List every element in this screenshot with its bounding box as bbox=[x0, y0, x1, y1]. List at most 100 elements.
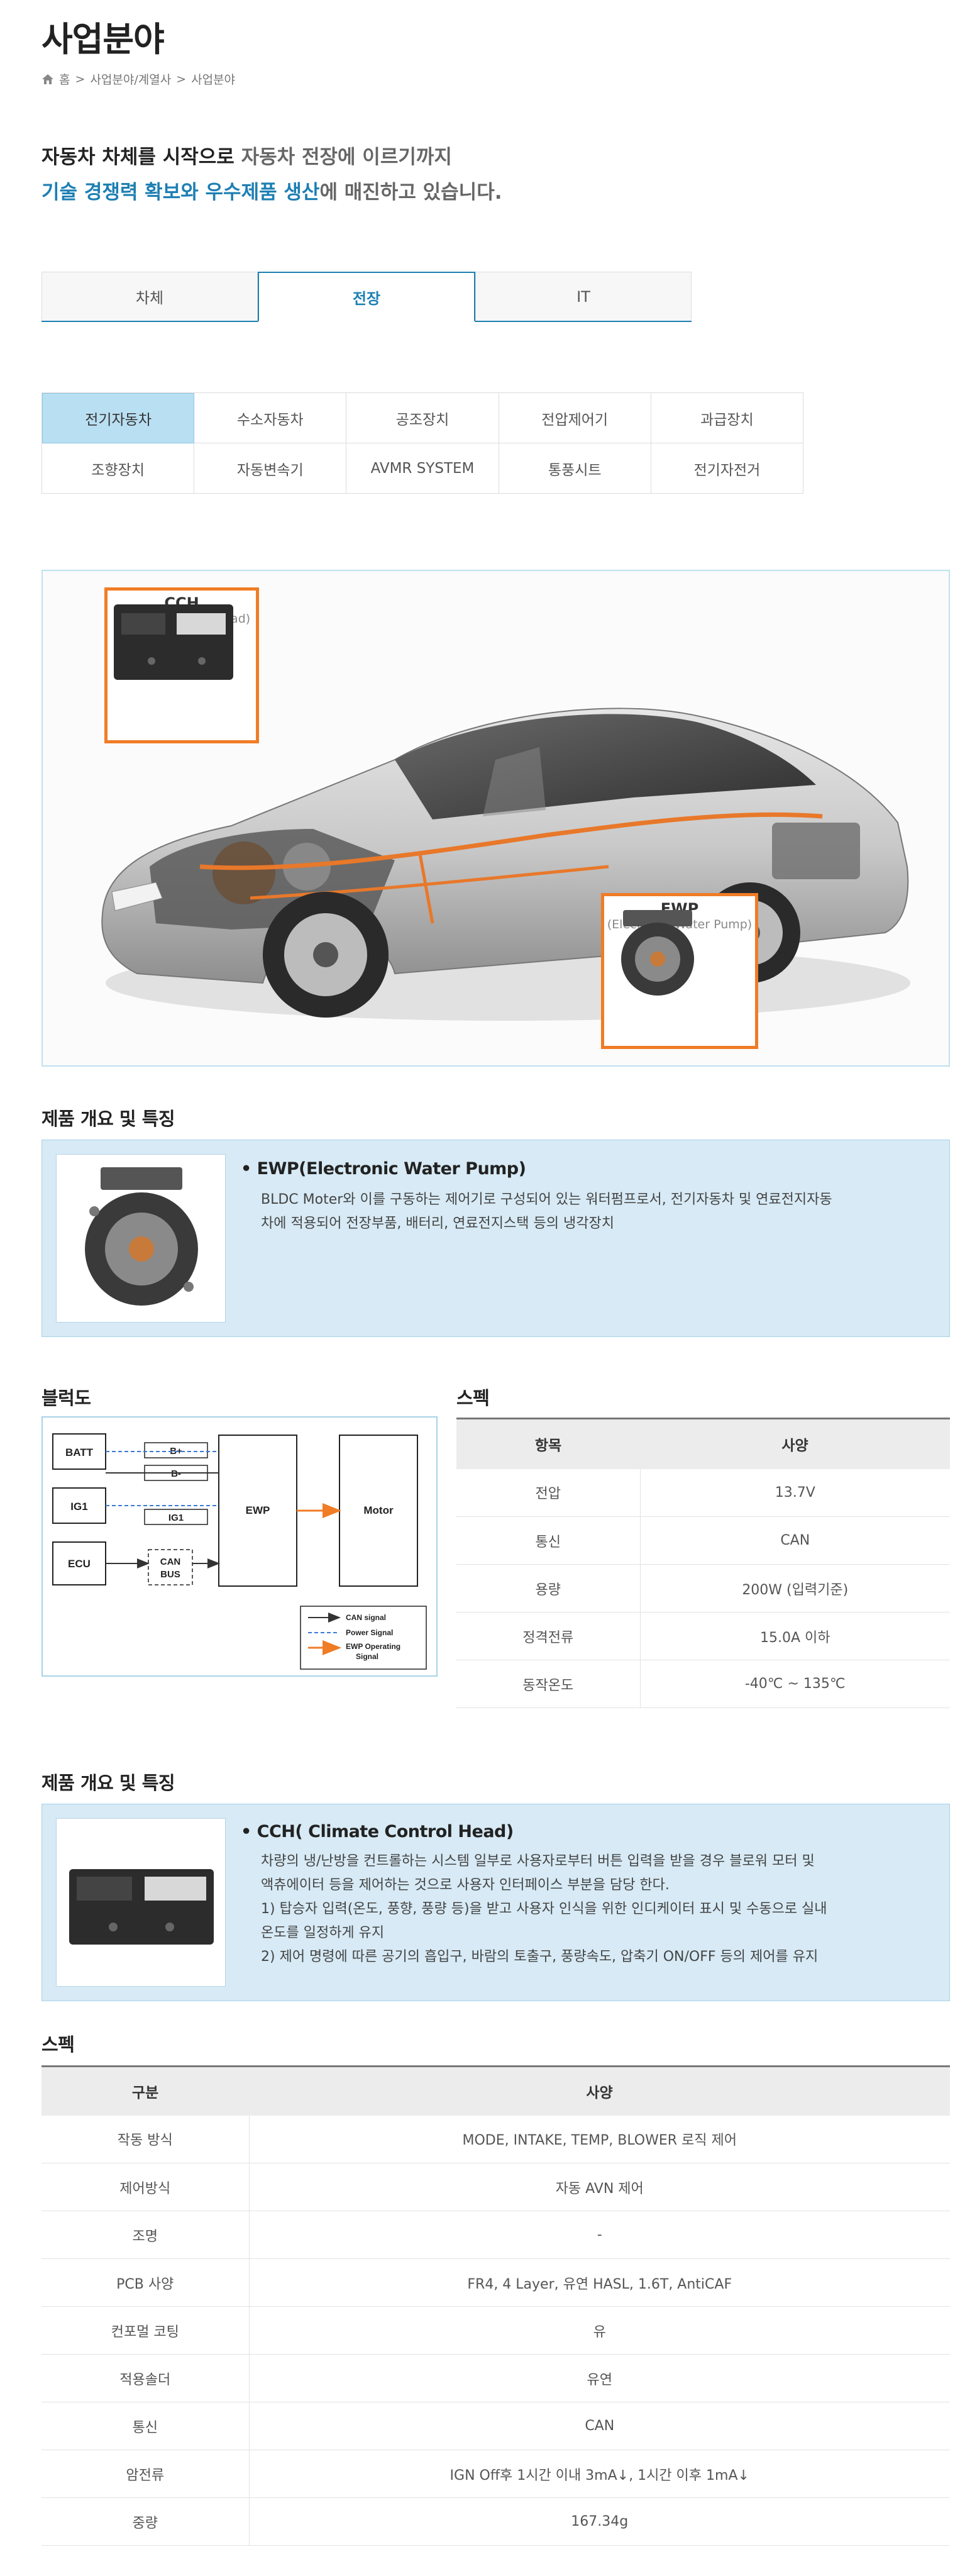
block-batt: BATT bbox=[65, 1446, 94, 1458]
spec1-value: CAN bbox=[640, 1516, 950, 1565]
spec1-key: 전압 bbox=[456, 1468, 641, 1517]
breadcrumb-current: 사업분야 bbox=[191, 73, 236, 87]
subtab-hydrogen[interactable]: 수소자동차 bbox=[194, 393, 347, 443]
ewp-desc-line: 차에 적용되어 전장부품, 배터리, 연료전지스택 등의 냉각장치 bbox=[261, 1216, 614, 1231]
main-tabs: 차체 전장 IT bbox=[41, 272, 692, 322]
breadcrumb-sep: > bbox=[75, 72, 86, 86]
subtab-avmr[interactable]: AVMR SYSTEM bbox=[346, 443, 499, 494]
spec2-key: 컨포멀 코팅 bbox=[41, 2306, 250, 2355]
ewp-thumbnail bbox=[621, 910, 694, 996]
ewp-product-image bbox=[56, 1154, 226, 1323]
spec2-heading: 스펙 bbox=[41, 2034, 75, 2055]
spec1-key: 통신 bbox=[456, 1516, 641, 1565]
spec2-header-category: 구분 bbox=[41, 2065, 249, 2116]
ewp-overview-heading: 제품 개요 및 특징 bbox=[41, 1108, 175, 1130]
subtab-voltage-controller[interactable]: 전압제어기 bbox=[499, 393, 651, 443]
spec2-value: CAN bbox=[249, 2402, 950, 2450]
subtab-turbo[interactable]: 과급장치 bbox=[651, 393, 803, 443]
spec1-key: 정격전류 bbox=[456, 1612, 641, 1660]
spec2-key: 암전류 bbox=[41, 2450, 250, 2498]
home-icon[interactable] bbox=[41, 74, 54, 85]
legend-power-signal: Power Signal bbox=[346, 1628, 393, 1637]
intro-line1-c: 에 이르기까지 bbox=[337, 146, 452, 169]
subtab-ev[interactable]: 전기자동차 bbox=[42, 393, 195, 443]
cch-product-image bbox=[56, 1818, 226, 1987]
ewp-product-title: • EWP(Electronic Water Pump) bbox=[241, 1159, 526, 1179]
ewp-callout[interactable]: EWP (Electronic Water Pump) bbox=[601, 893, 758, 1049]
block-bus: BUS bbox=[160, 1569, 180, 1580]
cch-desc-line: 액츄에이터 등을 제어하는 것으로 사용자 인터페이스 부분을 담당 한다. bbox=[261, 1877, 670, 1893]
ewp-overview-box: • EWP(Electronic Water Pump) BLDC Moter와… bbox=[41, 1140, 950, 1337]
cch-product-desc: 차량의 냉/난방을 컨트롤하는 시스템 일부로 사용자로부터 버튼 입력을 받을… bbox=[261, 1850, 827, 1969]
cch-thumbnail bbox=[114, 604, 233, 680]
subtab-vent-seat[interactable]: 통풍시트 bbox=[499, 443, 651, 494]
spec1-value: -40℃ ~ 135℃ bbox=[640, 1660, 950, 1708]
spec2-key: 제어방식 bbox=[41, 2163, 250, 2211]
spec2-key: 조명 bbox=[41, 2211, 250, 2259]
tab-electric[interactable]: 전장 bbox=[258, 272, 475, 322]
subtab-hvac[interactable]: 공조장치 bbox=[346, 393, 499, 443]
spec2-value: 자동 AVN 제어 bbox=[249, 2163, 950, 2211]
spec2-value: 유연 bbox=[249, 2354, 950, 2402]
ewp-product-drawing bbox=[85, 1167, 198, 1306]
table-row: 동작온도-40℃ ~ 135℃ bbox=[456, 1660, 950, 1708]
spec2-key: 작동 방식 bbox=[41, 2115, 250, 2163]
cch-overview-box: • CCH( Climate Control Head) 차량의 냉/난방을 컨… bbox=[41, 1804, 950, 2001]
page-title: 사업분야 bbox=[41, 19, 165, 59]
spec2-value: MODE, INTAKE, TEMP, BLOWER 로직 제어 bbox=[249, 2115, 950, 2163]
block-diagram-drawing: BATT IG1 ECU B+ B- IG1 CAN BUS EWP Motor bbox=[52, 1433, 427, 1670]
intro-line1-b: 자동차 전장 bbox=[234, 146, 338, 169]
spec1-heading: 스펙 bbox=[456, 1387, 490, 1409]
cch-overview-heading: 제품 개요 및 특징 bbox=[41, 1772, 175, 1794]
cch-desc-line: 온도를 일정하게 유지 bbox=[261, 1925, 385, 1941]
cch-desc-line: 차량의 냉/난방을 컨트롤하는 시스템 일부로 사용자로부터 버튼 입력을 받을… bbox=[261, 1853, 815, 1869]
sub-tabs: 전기자동차 수소자동차 공조장치 전압제어기 과급장치 조향장치 자동변속기 A… bbox=[41, 392, 803, 494]
legend-signal: Signal bbox=[356, 1652, 378, 1661]
tab-body[interactable]: 차체 bbox=[41, 272, 258, 321]
spec2-key: 적용솔더 bbox=[41, 2354, 250, 2402]
block-can: CAN bbox=[160, 1557, 181, 1567]
legend-can-signal: CAN signal bbox=[346, 1613, 386, 1622]
subtab-steering[interactable]: 조향장치 bbox=[42, 443, 195, 494]
tab-it[interactable]: IT bbox=[475, 272, 692, 321]
block-ecu: ECU bbox=[68, 1558, 91, 1570]
intro-line2-b: 에 매진하고 있습니다. bbox=[319, 181, 502, 204]
spec2-value: 유 bbox=[249, 2306, 950, 2355]
spec1-header-item: 항목 bbox=[456, 1418, 640, 1469]
legend-ewp-operating: EWP Operating bbox=[346, 1642, 400, 1651]
spec2-key: 통신 bbox=[41, 2402, 250, 2450]
spec2-value: FR4, 4 Layer, 유연 HASL, 1.6T, AntiCAF bbox=[249, 2258, 950, 2307]
spec1-key: 용량 bbox=[456, 1564, 641, 1613]
block-diagram-heading: 블럭도 bbox=[41, 1387, 91, 1409]
subtab-transmission[interactable]: 자동변속기 bbox=[194, 443, 347, 494]
cch-desc-line: 2) 제어 명령에 따른 공기의 흡입구, 바람의 토출구, 풍량속도, 압축기… bbox=[261, 1949, 819, 1965]
cch-desc-line: 1) 탑승자 입력(온도, 풍향, 풍량 등)을 받고 사용자 인식을 위한 인… bbox=[261, 1901, 827, 1917]
cch-product-title: • CCH( Climate Control Head) bbox=[241, 1822, 514, 1841]
subtab-ebike[interactable]: 전기자전거 bbox=[651, 443, 803, 494]
breadcrumb: 홈 > 사업분야/계열사 > 사업분야 bbox=[41, 70, 235, 87]
spec2-key: 중량 bbox=[41, 2497, 250, 2546]
spec1-key: 동작온도 bbox=[456, 1660, 641, 1708]
spec2-value: - bbox=[249, 2211, 950, 2259]
cch-callout[interactable]: CCH (Climate Control Head) bbox=[104, 587, 259, 743]
spec1-value: 15.0A 이하 bbox=[640, 1612, 950, 1660]
intro-line1-a: 자동차 차체를 시작으로 bbox=[41, 146, 234, 169]
breadcrumb-business[interactable]: 사업분야/계열사 bbox=[90, 73, 172, 87]
spec2-value: IGN Off후 1시간 이내 3mA↓, 1시간 이후 1mA↓ bbox=[249, 2450, 950, 2498]
breadcrumb-home[interactable]: 홈 bbox=[59, 73, 70, 87]
block-motor: Motor bbox=[363, 1504, 394, 1516]
spec1-header-value: 사양 bbox=[640, 1418, 950, 1469]
ewp-desc-line: BLDC Moter와 이를 구동하는 제어기로 구성되어 있는 워터펌프로서,… bbox=[261, 1192, 832, 1208]
